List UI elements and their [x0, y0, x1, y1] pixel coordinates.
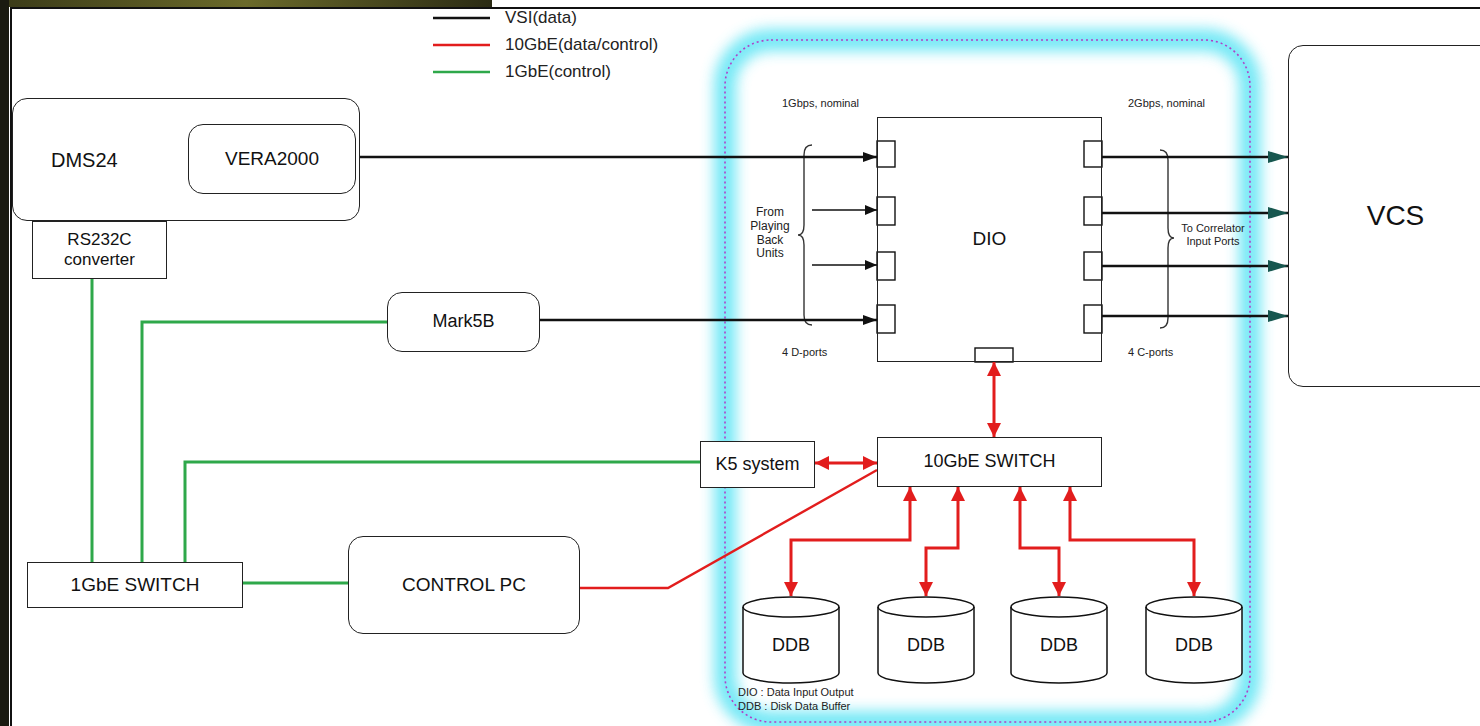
legend-label: 1GbE(control) — [505, 62, 611, 82]
dotted-region — [725, 40, 1250, 722]
connector — [1102, 315, 1288, 317]
recorder-box: Mark5B — [387, 292, 540, 352]
port — [975, 348, 1013, 362]
node-label: CONTROL PC — [402, 574, 526, 597]
port — [877, 305, 895, 333]
side-strip — [0, 0, 9, 726]
legend-label: VSI(data) — [505, 8, 577, 28]
converter-box: RS232C converter — [32, 221, 167, 279]
connector — [926, 487, 958, 596]
connector — [91, 279, 94, 562]
annotation-label: To Correlator Input Ports — [1180, 222, 1246, 247]
pc-box: CONTROL PC — [348, 536, 580, 634]
switch-box: 10GbE SWITCH — [877, 437, 1102, 487]
legend-label: 10GbE(data/control) — [505, 35, 658, 55]
port — [1084, 197, 1102, 225]
connector — [142, 322, 387, 562]
annotation-label: DDB : Disk Data Buffer — [738, 700, 850, 713]
annotation-label: From Playing Back Units — [744, 206, 796, 261]
disk-cylinder: DDB — [1010, 596, 1108, 684]
frame — [11, 8, 1480, 726]
port — [877, 197, 895, 225]
connector — [1102, 212, 1288, 214]
node-label: RS232C converter — [39, 230, 160, 271]
node-label: DDB — [1175, 635, 1213, 657]
node-label: VERA2000 — [225, 148, 319, 171]
highlight-glow — [725, 40, 1250, 722]
connector — [540, 319, 877, 321]
system-box: K5 system — [700, 441, 815, 488]
device-box: DMS24 VERA2000 — [12, 98, 360, 221]
photo-strip — [0, 0, 492, 7]
disk-cylinder: DDB — [877, 596, 975, 684]
node-label: DDB — [772, 635, 810, 657]
connector — [243, 582, 348, 585]
legend-line-red — [433, 44, 490, 47]
connector — [993, 362, 996, 437]
connector — [815, 462, 877, 465]
legend-line-green — [433, 71, 490, 74]
node-label: 10GbE SWITCH — [923, 451, 1055, 473]
node-label: 1GbE SWITCH — [71, 574, 200, 597]
port — [1084, 252, 1102, 280]
port-arrow — [812, 264, 877, 266]
port — [1084, 141, 1102, 167]
node-label: DDB — [1040, 635, 1078, 657]
node-label: VCS — [1367, 199, 1425, 233]
node-label: K5 system — [715, 454, 799, 476]
node-label: Mark5B — [432, 311, 494, 333]
connector — [1020, 487, 1059, 596]
port-arrow — [812, 209, 877, 211]
annotation-label: 4 C-ports — [1128, 346, 1173, 359]
port — [1084, 305, 1102, 333]
correlator-box: VCS — [1288, 45, 1480, 387]
port — [877, 252, 895, 280]
legend-line-black — [433, 17, 490, 20]
annotation-label: 2Gbps, nominal — [1128, 97, 1205, 110]
connector — [791, 487, 910, 596]
connector — [1102, 156, 1288, 158]
disk-cylinder: DDB — [742, 596, 840, 684]
brace — [798, 145, 812, 325]
device-box: VERA2000 — [188, 124, 356, 194]
brace — [1160, 150, 1174, 328]
node-label: DMS24 — [51, 148, 118, 172]
connector — [1070, 487, 1194, 596]
dio-box: DIO — [877, 117, 1102, 362]
switch-box: 1GbE SWITCH — [27, 562, 243, 608]
connector — [356, 156, 877, 158]
disk-cylinder: DDB — [1145, 596, 1243, 684]
annotation-label: DIO : Data Input Output — [738, 686, 854, 699]
node-label: DDB — [907, 635, 945, 657]
port — [877, 141, 895, 167]
connector — [1102, 265, 1288, 267]
annotation-label: 4 D-ports — [782, 346, 827, 359]
node-label: DIO — [973, 228, 1007, 251]
annotation-label: 1Gbps, nominal — [782, 97, 859, 110]
